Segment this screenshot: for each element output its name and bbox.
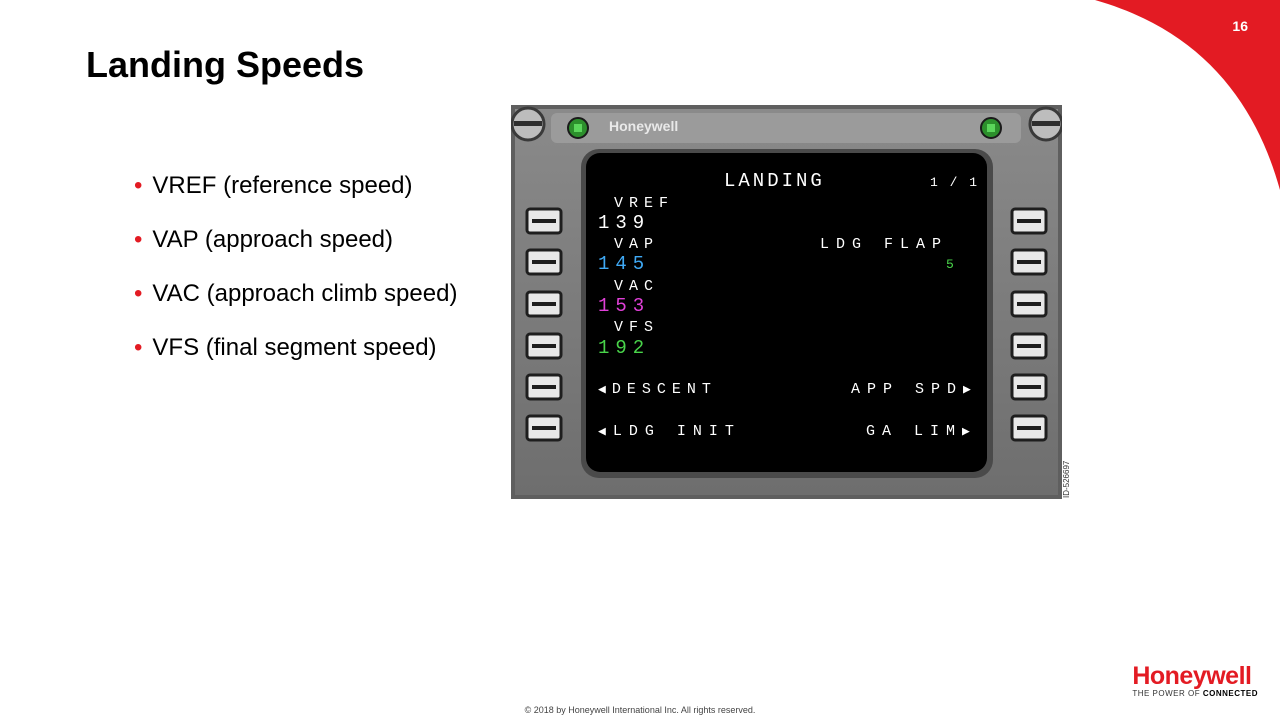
logo-tagline: THE POWER OF CONNECTED (1132, 689, 1258, 698)
fmc-page-title: LANDING (724, 170, 825, 192)
bullet-item: • VAP (approach speed) (134, 224, 457, 278)
bullet-dot: • (134, 280, 143, 307)
vref-label: VREF (614, 195, 675, 212)
fmc-page-count: 1 / 1 (930, 175, 980, 190)
app-spd-prompt: APP SPD▶ (851, 381, 971, 398)
vac-value: 153 (598, 295, 651, 317)
arrow-left-icon: ◀ (598, 382, 612, 397)
vref-value: 139 (598, 212, 651, 234)
fmc-brand-label: Honeywell (609, 118, 679, 134)
bullet-dot: • (134, 334, 143, 361)
descent-label: DESCENT (611, 381, 717, 398)
ldg-init-label: LDG INIT (612, 423, 741, 440)
bullet-text: VREF (reference speed) (152, 172, 413, 199)
fmc-display: LANDING 1 / 1 VREF 139 VAP 145 VAC 153 V… (586, 153, 987, 472)
tagline-prefix: THE POWER OF (1132, 689, 1203, 698)
bullet-dot: • (134, 172, 143, 199)
vac-label: VAC (614, 278, 660, 295)
vap-value: 145 (598, 253, 651, 275)
bullet-dot: • (134, 226, 143, 253)
vfs-value: 192 (598, 337, 651, 359)
ldg-flap-label: LDG FLAP (820, 236, 949, 253)
arrow-right-icon: ▶ (963, 382, 971, 397)
vfs-label: VFS (614, 319, 660, 336)
arrow-right-icon: ▶ (962, 424, 970, 439)
tagline-bold: CONNECTED (1202, 689, 1258, 698)
arrow-left-icon: ◀ (598, 424, 613, 439)
logo-wordmark: Honeywell (1132, 662, 1252, 690)
app-spd-label: APP SPD (851, 381, 964, 398)
copyright-footer: © 2018 by Honeywell International Inc. A… (524, 705, 756, 715)
bullet-list: • VREF (reference speed) • VAP (approach s… (134, 170, 457, 386)
ldg-flap-value: 5 (946, 257, 954, 272)
vap-label: VAP (614, 236, 660, 253)
figure-id: ID-526697 (1062, 460, 1071, 498)
descent-prompt: ◀DESCENT (598, 381, 717, 398)
bullet-item: • VAC (approach climb speed) (134, 278, 457, 332)
slide-title: Landing Speeds (86, 44, 365, 85)
ldg-init-prompt: ◀LDG INIT (598, 423, 741, 440)
bullet-item: • VREF (reference speed) (134, 170, 457, 224)
bullet-item: • VFS (final segment speed) (134, 332, 457, 386)
bullet-text: VAP (approach speed) (152, 226, 394, 253)
honeywell-logo: Honeywell THE POWER OF CONNECTED (1132, 662, 1258, 698)
bullet-text: VAC (approach climb speed) (152, 280, 458, 307)
bullet-text: VFS (final segment speed) (152, 334, 437, 361)
ga-lim-prompt: GA LIM▶ (866, 423, 970, 440)
ga-lim-label: GA LIM (866, 423, 963, 440)
page-number: 16 (1232, 18, 1248, 34)
